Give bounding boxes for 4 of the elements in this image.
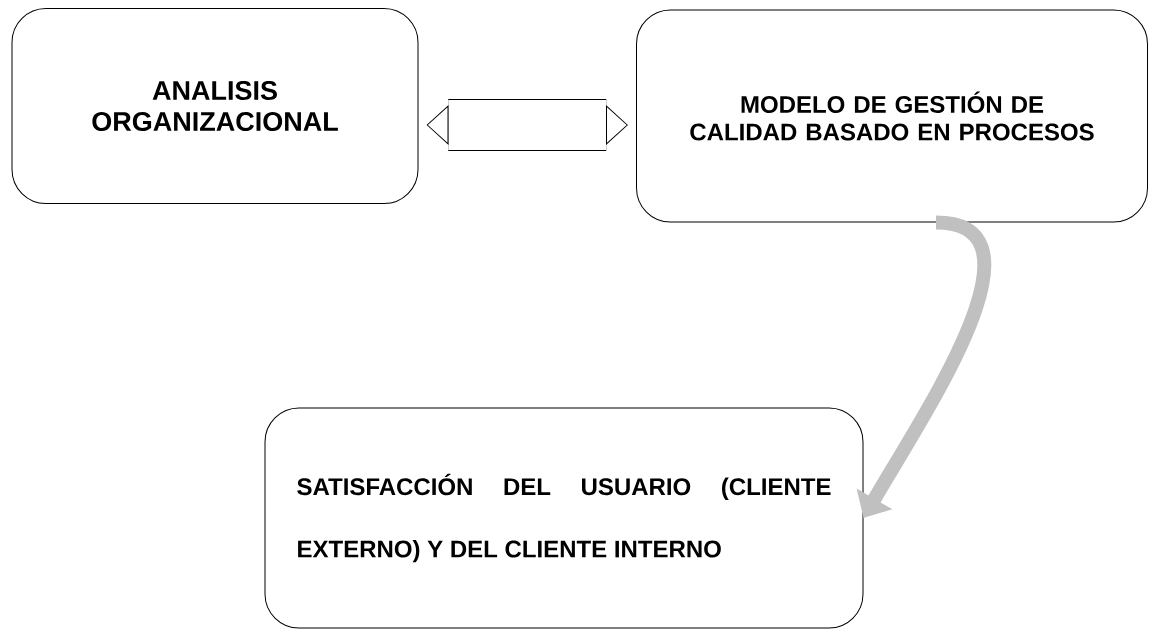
double-arrow [426,99,628,151]
process-box: ANALISIS ORGANIZACIONAL [11,8,419,204]
process-box: SATISFACCIÓN DEL USUARIO (CLIENTE EXTERNO) Y DEL CLIENTE INTERNO [264,407,864,629]
process-box: MODELO DE GESTIÓN DE CALIDAD BASADO EN PROCESOS [636,9,1148,223]
